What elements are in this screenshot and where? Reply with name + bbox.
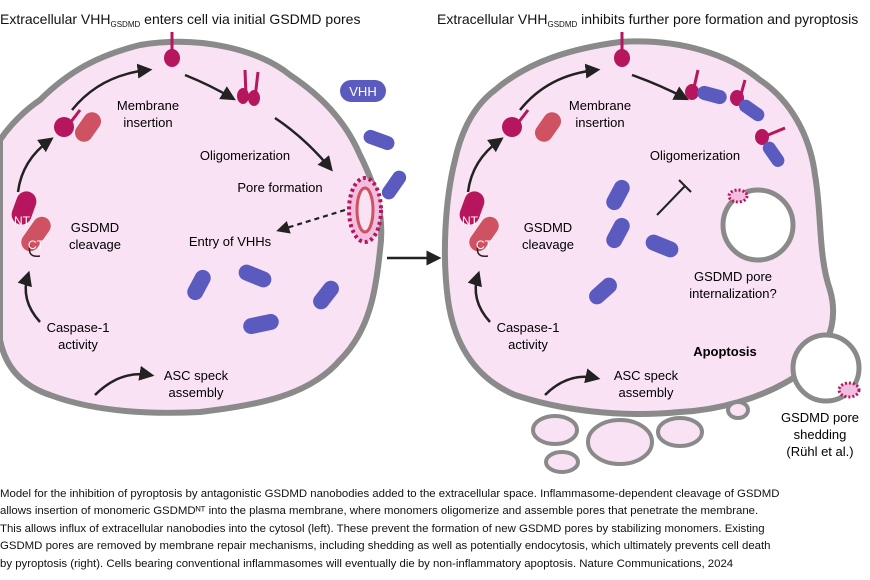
apoptotic-blebs xyxy=(531,400,750,474)
left-panel-title: Extracellular VHHGSDMD enters cell via i… xyxy=(0,11,360,29)
label-shedding-1: GSDMD pore xyxy=(781,410,859,425)
label-gsdmd-cleavage-1: GSDMD xyxy=(524,220,572,235)
vhh-badge: VHH xyxy=(340,80,386,102)
caption-line-2: allows insertion of monomeric GSDMDᴺᵀ in… xyxy=(0,505,759,518)
label-shedding-3: (Rühl et al.) xyxy=(786,444,853,459)
shed-pore-vesicle xyxy=(790,332,862,404)
label-apoptosis: Apoptosis xyxy=(693,344,757,359)
inhibition-symbol xyxy=(656,179,692,216)
extracellular-vhhs xyxy=(363,129,407,200)
label-asc-speck-1: ASC speck xyxy=(614,368,679,383)
ct-label: CT xyxy=(28,238,45,252)
cytosolic-vhhs xyxy=(589,179,679,305)
gsdmd-pore xyxy=(347,176,383,244)
internalized-pore-vesicle xyxy=(720,187,796,263)
label-gsdmd-cleavage-2: cleavage xyxy=(522,237,574,252)
label-entry-of-vhhs: Entry of VHHs xyxy=(189,234,272,249)
left-panel: Extracellular VHHGSDMD enters cell via i… xyxy=(0,11,407,416)
caption-line-5: by pyroptosis (right). Cells bearing con… xyxy=(0,557,734,570)
vhh-stabilized-monomers xyxy=(685,69,786,167)
right-cycle-arrows xyxy=(466,63,689,396)
vhh-entry-arrow xyxy=(276,208,346,234)
label-shedding-2: shedding xyxy=(794,427,847,442)
intracellular-vhhs xyxy=(187,264,339,335)
label-membrane-insertion-2: insertion xyxy=(123,115,172,130)
label-caspase-1: Caspase-1 xyxy=(497,320,560,335)
caption-line-3: This allows influx of extracellular nano… xyxy=(0,522,765,535)
label-gsdmd-cleavage-2: cleavage xyxy=(69,237,121,252)
gsdmd-membrane-monomer xyxy=(614,32,630,67)
label-gsdmd-cleavage-1: GSDMD xyxy=(71,220,119,235)
label-membrane-insertion-2: insertion xyxy=(575,115,624,130)
figure-caption: Model for the inhibition of pyroptosis b… xyxy=(0,486,868,573)
caption-line-1: Model for the inhibition of pyroptosis b… xyxy=(0,488,780,500)
label-asc-speck-2: assembly xyxy=(169,385,224,400)
gsdmd-nt-monomer xyxy=(502,109,530,137)
label-membrane-insertion-1: Membrane xyxy=(117,98,179,113)
left-cycle-arrows xyxy=(16,63,333,396)
label-internalization-2: internalization? xyxy=(689,286,776,301)
svg-text:VHH: VHH xyxy=(349,84,376,99)
nt-label: NT xyxy=(462,214,479,228)
full-length-gsdmd: NT CT xyxy=(11,191,51,258)
label-internalization-1: GSDMD pore xyxy=(694,269,772,284)
caption-line-4: GSDMD pores are removed by membrane repa… xyxy=(0,540,771,553)
gsdmd-ct-fragment xyxy=(74,112,102,142)
right-panel: Extracellular VHHGSDMD inhibits further … xyxy=(437,11,862,474)
label-asc-speck-2: assembly xyxy=(619,385,674,400)
right-panel-title: Extracellular VHHGSDMD inhibits further … xyxy=(437,11,858,29)
gsdmd-oligomer xyxy=(237,69,260,106)
gsdmd-ct-fragment xyxy=(534,112,562,142)
label-membrane-insertion-1: Membrane xyxy=(569,98,631,113)
gsdmd-membrane-monomer xyxy=(164,32,180,67)
ct-label: CT xyxy=(476,238,493,252)
pyroptosis-model-figure: Extracellular VHHGSDMD enters cell via i… xyxy=(0,11,862,474)
label-oligomerization: Oligomerization xyxy=(200,148,290,163)
label-caspase-1: Caspase-1 xyxy=(47,320,110,335)
label-asc-speck-1: ASC speck xyxy=(164,368,229,383)
label-pore-formation: Pore formation xyxy=(237,180,322,195)
label-caspase-2: activity xyxy=(58,337,98,352)
nt-label: NT xyxy=(14,214,31,228)
label-oligomerization: Oligomerization xyxy=(650,148,740,163)
gsdmd-nt-monomer xyxy=(54,109,82,137)
label-caspase-2: activity xyxy=(508,337,548,352)
left-cell xyxy=(0,38,385,416)
full-length-gsdmd: NT CT xyxy=(459,191,499,258)
